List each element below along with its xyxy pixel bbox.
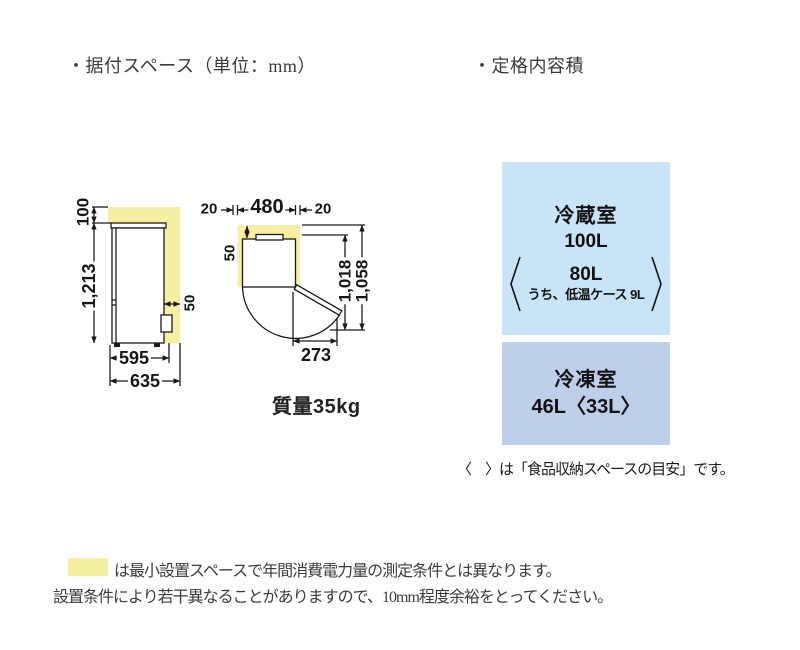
fridge-body-outline [111,227,165,344]
dim-top-clearance: 100 [73,197,93,227]
install-space-heading: ・据付スペース（単位：mm） [67,56,316,76]
dim-body-depth: 595 [116,348,152,368]
dim-back-clearance: 50 [221,244,239,262]
fridge-foot-rear [154,343,160,347]
dim-open-depth: 1,018 [335,257,355,305]
left-angle-bracket-icon [510,256,521,312]
dim-width: 480 [248,196,286,218]
dimension-diagrams [91,205,365,386]
highlight-swatch [68,558,108,576]
fridge-storage-capacity: 80L [569,264,603,285]
rated-capacity-heading: ・定格内容積 [473,56,584,76]
fridge-storage-note: うち、低温ケース 9L [527,287,645,302]
dim-total-open-depth: 1,058 [352,257,372,305]
dim-height: 1,213 [79,261,99,311]
freezer-title: 冷凍室 [554,369,618,391]
rear-hinge-detail [255,233,284,241]
freezer-capacity: 46L〈33L〉 [531,396,641,418]
door-swing-arc [241,286,340,339]
capacity-caption: 〈 〉は「食品収納スペースの目安」です。 [457,461,735,478]
dim-rear-clearance: 50 [181,294,199,312]
fridge-top-outline [241,238,297,288]
dim-door-swing: 273 [300,345,332,365]
side-view-diagram [91,206,181,386]
fridge-top-panel [110,222,167,229]
fridge-foot-front [114,343,120,347]
freezer-capacity-box: 冷凍室 46L〈33L〉 [502,342,670,445]
weight-label: 質量35kg [272,396,361,418]
dim-left-clearance: 20 [200,200,218,218]
compressor-housing [160,314,173,333]
fridge-title: 冷蔵室 [554,205,618,227]
footnote-line2: 設置条件により若干異なることがありますので、10mm程度余裕をとってください。 [53,589,613,606]
dim-total-depth: 635 [127,371,163,391]
footnote-line1: は最小設置スペースで年間消費電力量の測定条件とは異なります。 [114,563,561,580]
right-angle-bracket-icon [651,256,662,312]
fridge-total-capacity: 100L [564,231,608,252]
fridge-capacity-box: 冷蔵室 100L 80L うち、低温ケース 9L [502,162,670,335]
dim-right-clearance: 20 [314,200,332,218]
top-view-diagram [221,205,365,346]
